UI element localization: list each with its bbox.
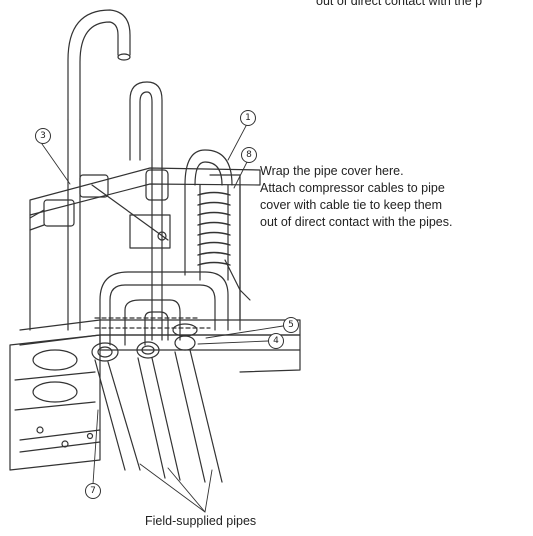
service-valve xyxy=(79,174,171,249)
callout-7: 7 xyxy=(85,483,101,499)
top-note-fragment: out of direct contact with the p xyxy=(316,0,483,8)
callout-3: 3 xyxy=(35,128,51,144)
unit-base-frame xyxy=(9,167,301,471)
covered-pipe xyxy=(184,149,233,281)
callout-5: 5 xyxy=(283,317,299,333)
callout-4: 4 xyxy=(268,333,284,349)
callout-1: 1 xyxy=(240,110,256,126)
pipe-bends xyxy=(94,271,229,346)
note-line-2: Attach compressor cables to pipe xyxy=(260,181,445,195)
field-supplied-pipes-label: Field-supplied pipes xyxy=(145,514,257,528)
vertical-pipes xyxy=(67,9,169,341)
note-line-4: out of direct contact with the pipes. xyxy=(260,215,453,229)
note-line-3: cover with cable tie to keep them xyxy=(260,198,443,212)
callout-8: 8 xyxy=(241,147,257,163)
leader-lines xyxy=(41,123,284,513)
field-pipes xyxy=(94,349,223,483)
note-line-1: Wrap the pipe cover here. xyxy=(260,164,404,178)
pipe-sleeves xyxy=(91,335,196,362)
